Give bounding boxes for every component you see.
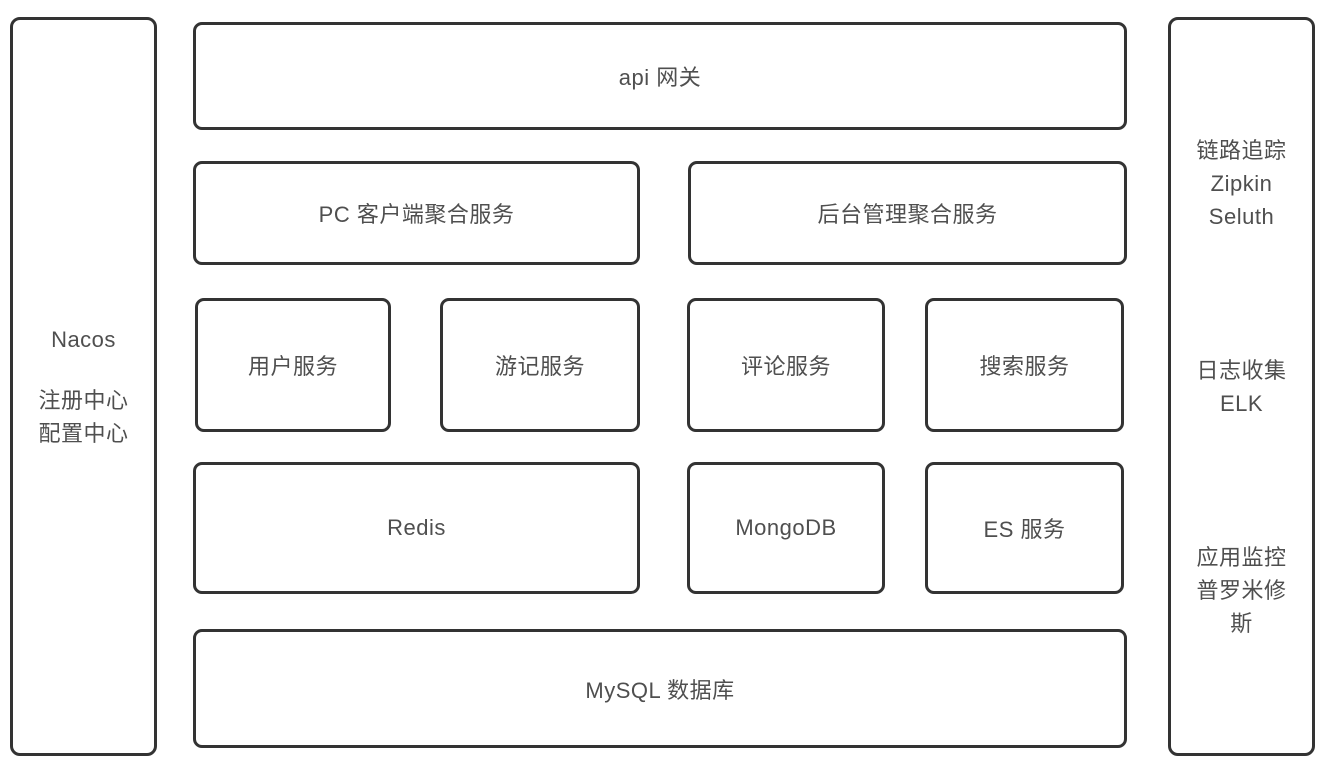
observability-panel: 链路追踪 Zipkin Seluth 日志收集 ELK 应用监控 普罗米修 斯: [1168, 17, 1315, 756]
search-service-label: 搜索服务: [979, 354, 1070, 379]
mysql-label: MySQL 数据库: [585, 677, 735, 703]
user-service-label: 用户服务: [247, 354, 338, 379]
nacos-line-config: 配置中心: [38, 421, 129, 446]
node-redis: Redis: [193, 462, 640, 594]
admin-aggregation-label: 后台管理聚合服务: [817, 202, 998, 227]
node-es-service: ES 服务: [925, 462, 1124, 594]
node-search-service: 搜索服务: [925, 298, 1124, 432]
logging-block: 日志收集 ELK: [1196, 354, 1286, 420]
monitoring-line-1: 应用监控: [1196, 544, 1287, 570]
tracing-line-3: Seluth: [1208, 203, 1275, 229]
logging-line-2: ELK: [1219, 390, 1264, 416]
monitoring-block: 应用监控 普罗米修 斯: [1196, 541, 1286, 640]
node-comment-service: 评论服务: [687, 298, 885, 432]
travel-notes-service-label: 游记服务: [494, 354, 585, 379]
monitoring-line-2: 普罗米修: [1196, 577, 1287, 603]
monitoring-line-3: 斯: [1230, 610, 1253, 636]
mongodb-label: MongoDB: [735, 515, 837, 540]
nacos-title: Nacos: [51, 327, 116, 352]
redis-label: Redis: [387, 515, 446, 540]
tracing-line-2: Zipkin: [1210, 170, 1273, 196]
es-service-label: ES 服务: [983, 517, 1066, 542]
comment-service-label: 评论服务: [740, 354, 831, 379]
node-pc-aggregation-service: PC 客户端聚合服务: [193, 161, 640, 265]
pc-aggregation-label: PC 客户端聚合服务: [318, 202, 515, 227]
tracing-line-1: 链路追踪: [1196, 137, 1287, 163]
node-admin-aggregation-service: 后台管理聚合服务: [688, 161, 1127, 265]
logging-line-1: 日志收集: [1196, 357, 1287, 383]
nacos-line-registry: 注册中心: [38, 388, 129, 413]
node-travel-notes-service: 游记服务: [440, 298, 640, 432]
nacos-panel: Nacos 注册中心 配置中心: [10, 17, 157, 756]
node-mysql-database: MySQL 数据库: [193, 629, 1127, 748]
node-mongodb: MongoDB: [687, 462, 885, 594]
tracing-block: 链路追踪 Zipkin Seluth: [1196, 134, 1286, 233]
node-api-gateway: api 网关: [193, 22, 1127, 130]
api-gateway-label: api 网关: [618, 65, 702, 90]
node-user-service: 用户服务: [195, 298, 391, 432]
